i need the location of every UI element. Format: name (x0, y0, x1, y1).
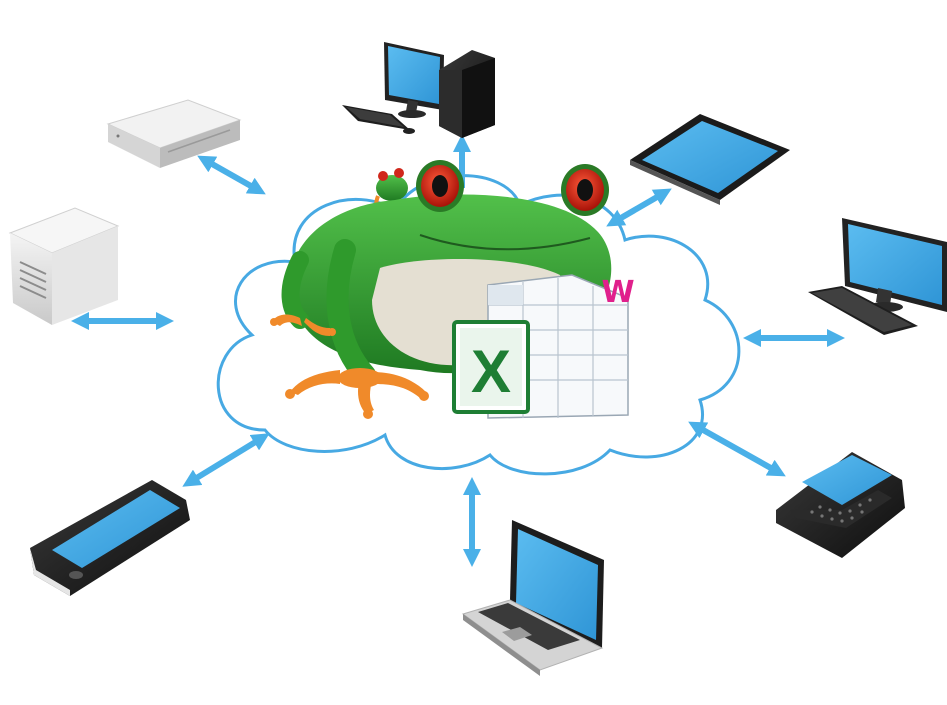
tablet-icon (630, 114, 790, 205)
arrow-tablet (606, 188, 672, 227)
arrow-smartphone (182, 433, 270, 487)
arrow-qwerty-phone (688, 421, 786, 477)
monitor-icon (808, 218, 947, 335)
smartphone-icon (30, 480, 190, 596)
laptop-icon (461, 520, 604, 676)
network-box-icon (106, 99, 242, 168)
connection-arrows (71, 134, 845, 567)
server-tower-icon (8, 207, 120, 325)
qwerty-phone-icon (776, 452, 905, 558)
excel-icon: X (452, 274, 629, 419)
desktop-pc-icon (342, 42, 495, 138)
arrow-network-box (197, 155, 266, 195)
word-icon: W (601, 275, 634, 310)
excel-letter: X (471, 338, 511, 405)
